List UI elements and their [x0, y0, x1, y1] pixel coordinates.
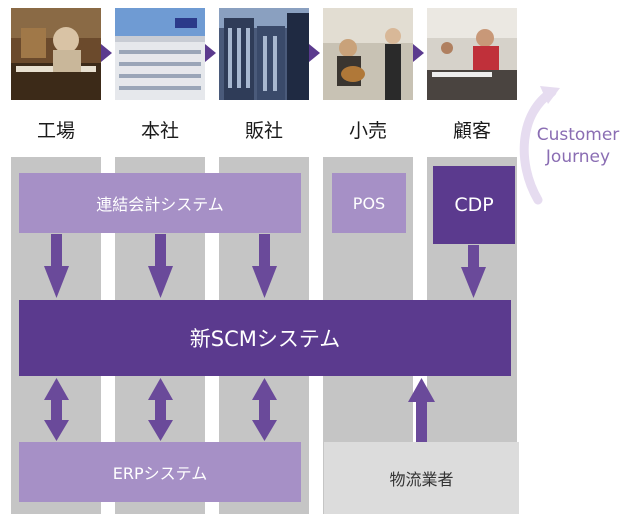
flow-chevron-icon	[205, 44, 216, 62]
customer-journey-line1: Customer	[536, 125, 620, 145]
new-scm-system: 新SCMシステム	[19, 300, 511, 376]
music-store-photo	[323, 8, 413, 100]
flow-chevron-icon	[413, 44, 424, 62]
stage-label-factory: 工場	[36, 120, 75, 142]
stage-label-retail: 小売	[348, 120, 387, 142]
stage-label-customer: 顧客	[452, 120, 491, 142]
erp-system: ERPシステム	[19, 442, 301, 502]
cdp-system: CDP	[433, 166, 515, 244]
stage-label-headquarters: 本社	[140, 120, 179, 142]
piano-factory-photo	[11, 8, 101, 100]
curved-arrow-icon	[519, 86, 560, 205]
customer-playing-photo	[427, 8, 517, 100]
customer-journey-label: Customer Journey	[524, 124, 632, 168]
logistics-provider: 物流業者	[324, 442, 519, 514]
flow-chevron-icon	[309, 44, 320, 62]
stage-label-sales: 販社	[244, 120, 283, 142]
flow-chevron-icon	[101, 44, 112, 62]
pos-system: POS	[332, 173, 406, 233]
office-building-photo	[115, 8, 205, 100]
consolidated-accounting-system: 連結会計システム	[19, 173, 301, 233]
city-building-photo	[219, 8, 309, 100]
customer-journey-line2: Journey	[545, 147, 611, 167]
